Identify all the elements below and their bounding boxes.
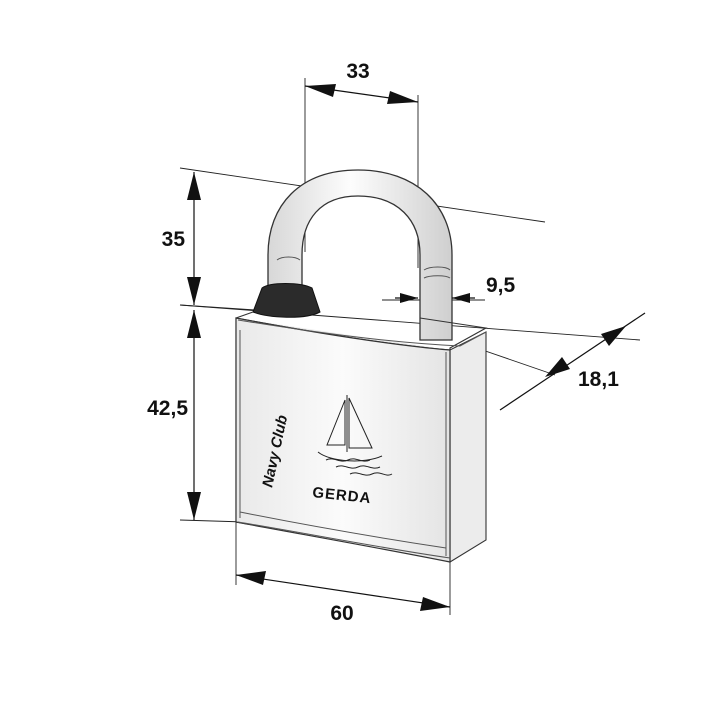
- dim-label-60: 60: [330, 602, 353, 625]
- dim-60: 60: [235, 571, 451, 625]
- sailboat-icon: [317, 395, 393, 476]
- dim-18-1: 18,1: [499, 312, 646, 411]
- dim-42-5: 42,5: [147, 310, 201, 520]
- dim-label-18-1: 18,1: [578, 368, 619, 391]
- logo-text: GERDA: [312, 484, 373, 507]
- dim-33: 33: [304, 60, 419, 104]
- dim-9-5: 9,5: [395, 274, 516, 303]
- dim-label-33: 33: [346, 60, 369, 83]
- dim-35: 35: [162, 172, 201, 305]
- dim-label-42-5: 42,5: [147, 397, 188, 420]
- dim-label-9-5: 9,5: [486, 274, 516, 297]
- dim-label-35: 35: [162, 228, 186, 251]
- lock-body: [235, 311, 488, 563]
- shackle-collar: [252, 283, 321, 318]
- shackle: [267, 169, 453, 341]
